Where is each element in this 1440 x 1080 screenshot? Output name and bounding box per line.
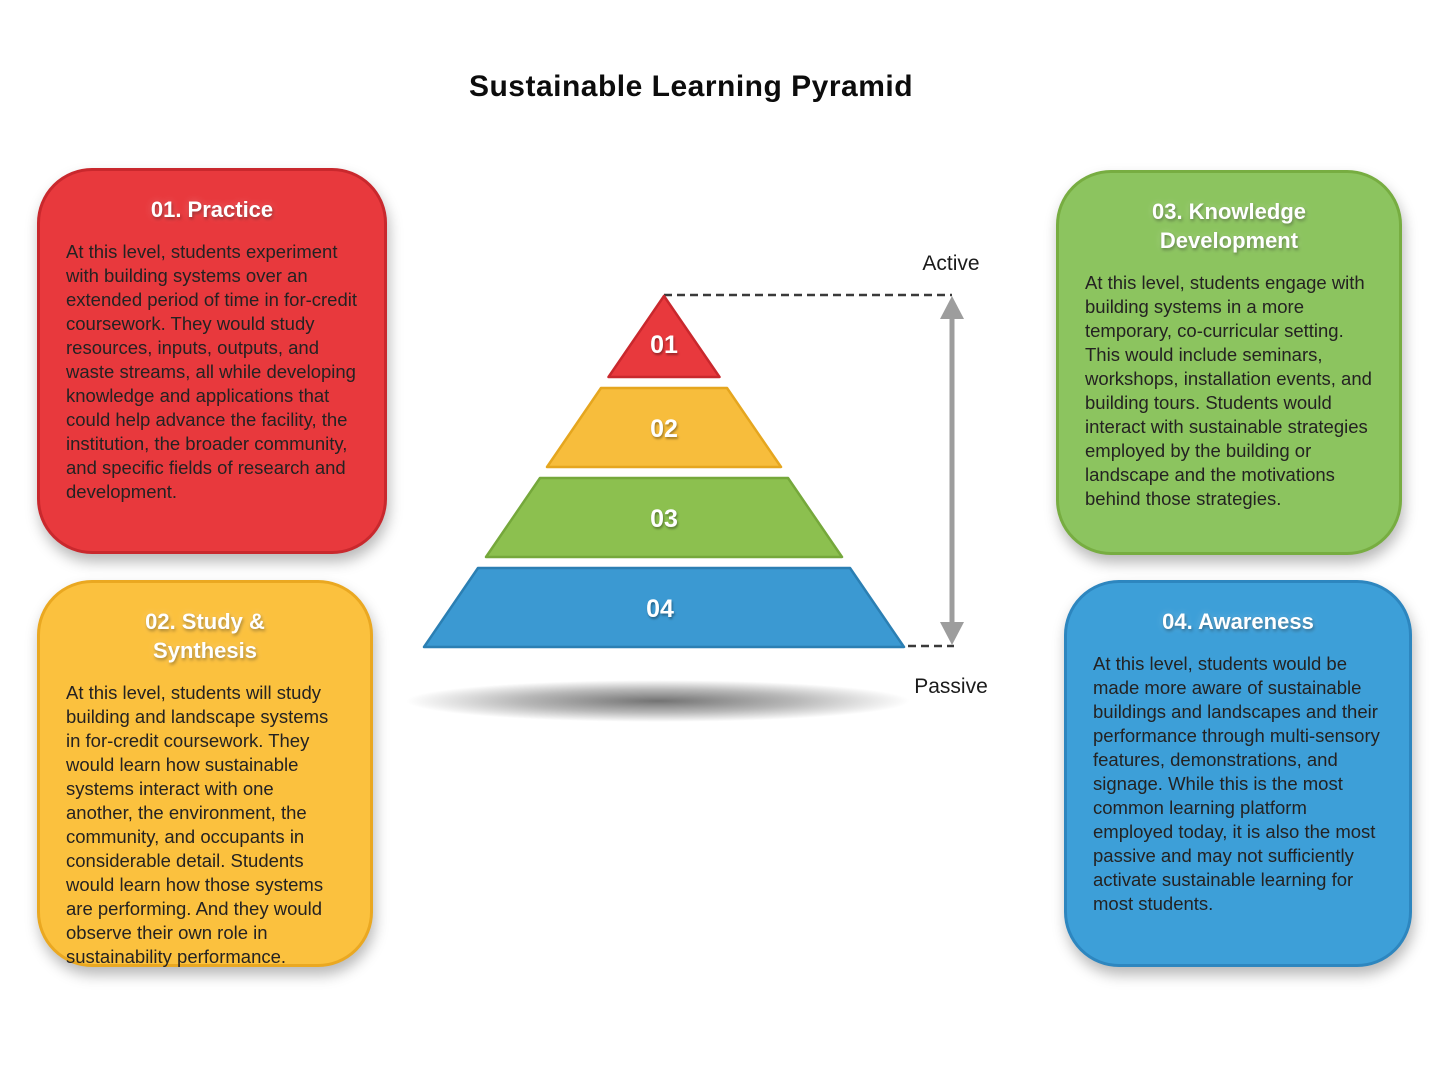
arrow-head-up-icon: [940, 296, 964, 319]
info-box-awareness: 04. Awareness At this level, students wo…: [1064, 580, 1412, 967]
page-title: Sustainable Learning Pyramid: [468, 70, 914, 103]
pyramid-level-04: [422, 566, 906, 649]
pyramid-level-03: [484, 476, 844, 559]
info-box-practice: 01. Practice At this level, students exp…: [37, 168, 387, 554]
arrow-head-down-icon: [940, 622, 964, 645]
pyramid-level-01-label: 01: [650, 331, 678, 359]
passive-label: Passive: [914, 675, 988, 698]
box-body-study-synthesis: At this level, students will study build…: [66, 682, 329, 967]
pyramid-level-01: [607, 294, 721, 379]
box-title-practice: 01. Practice: [150, 197, 274, 222]
box-body-knowledge-development: At this level, students engage with buil…: [1085, 272, 1372, 509]
box-title-awareness: 04. Awareness: [1162, 609, 1314, 634]
pyramid-level-03-label: 03: [650, 505, 678, 533]
active-label: Active: [922, 252, 980, 275]
box-body-awareness: At this level, students would be made mo…: [1093, 653, 1380, 914]
box-title-study-synthesis: 02. Study & Synthesis: [145, 609, 265, 663]
info-box-study-synthesis: 02. Study & Synthesis At this level, stu…: [37, 580, 373, 967]
box-body-practice: At this level, students experiment with …: [66, 241, 358, 502]
pyramid-ground-shadow: [406, 680, 910, 722]
pyramid-level-02: [545, 386, 783, 469]
box-title-knowledge-development: 03. Knowledge Development: [1151, 199, 1307, 253]
pyramid-level-02-label: 02: [650, 415, 678, 443]
pyramid-level-04-label: 04: [646, 595, 674, 623]
info-box-knowledge-development: 03. Knowledge Development At this level,…: [1056, 170, 1402, 555]
